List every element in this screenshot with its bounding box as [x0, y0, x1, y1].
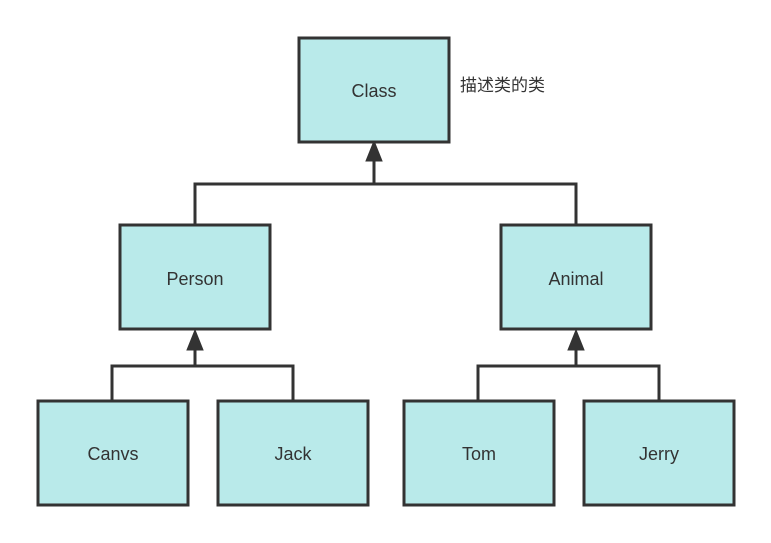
node-jack: Jack: [216, 399, 370, 507]
node-canvs: Canvs: [36, 399, 190, 507]
class-annotation: 描述类的类: [460, 76, 545, 96]
node-person-label: Person: [166, 269, 223, 289]
arrowhead-person: [186, 328, 204, 351]
connector-jack-to-person: [195, 364, 295, 400]
connector-person-children: [110, 328, 295, 400]
node-animal-label: Animal: [548, 269, 603, 289]
connector-person-to-class: [193, 160, 376, 224]
node-jerry: Jerry: [582, 399, 736, 507]
node-animal: Animal: [499, 223, 653, 331]
connector-jerry-to-animal: [576, 364, 661, 400]
connector-animal-to-class: [374, 182, 578, 224]
connector-animal-children: [476, 328, 661, 400]
node-person: Person: [118, 223, 272, 331]
node-tom: Tom: [402, 399, 556, 507]
arrowhead-animal: [567, 328, 585, 351]
node-tom-label: Tom: [462, 444, 496, 464]
arrowhead-class: [365, 139, 383, 162]
connector-tom-to-animal: [476, 350, 578, 400]
connector-canvs-to-person: [110, 350, 197, 400]
node-class: Class: [297, 36, 451, 144]
node-canvs-label: Canvs: [87, 444, 138, 464]
node-jerry-label: Jerry: [639, 444, 679, 464]
connector-class-children: [193, 139, 578, 224]
node-class-label: Class: [351, 81, 396, 101]
node-jack-label: Jack: [274, 444, 312, 464]
